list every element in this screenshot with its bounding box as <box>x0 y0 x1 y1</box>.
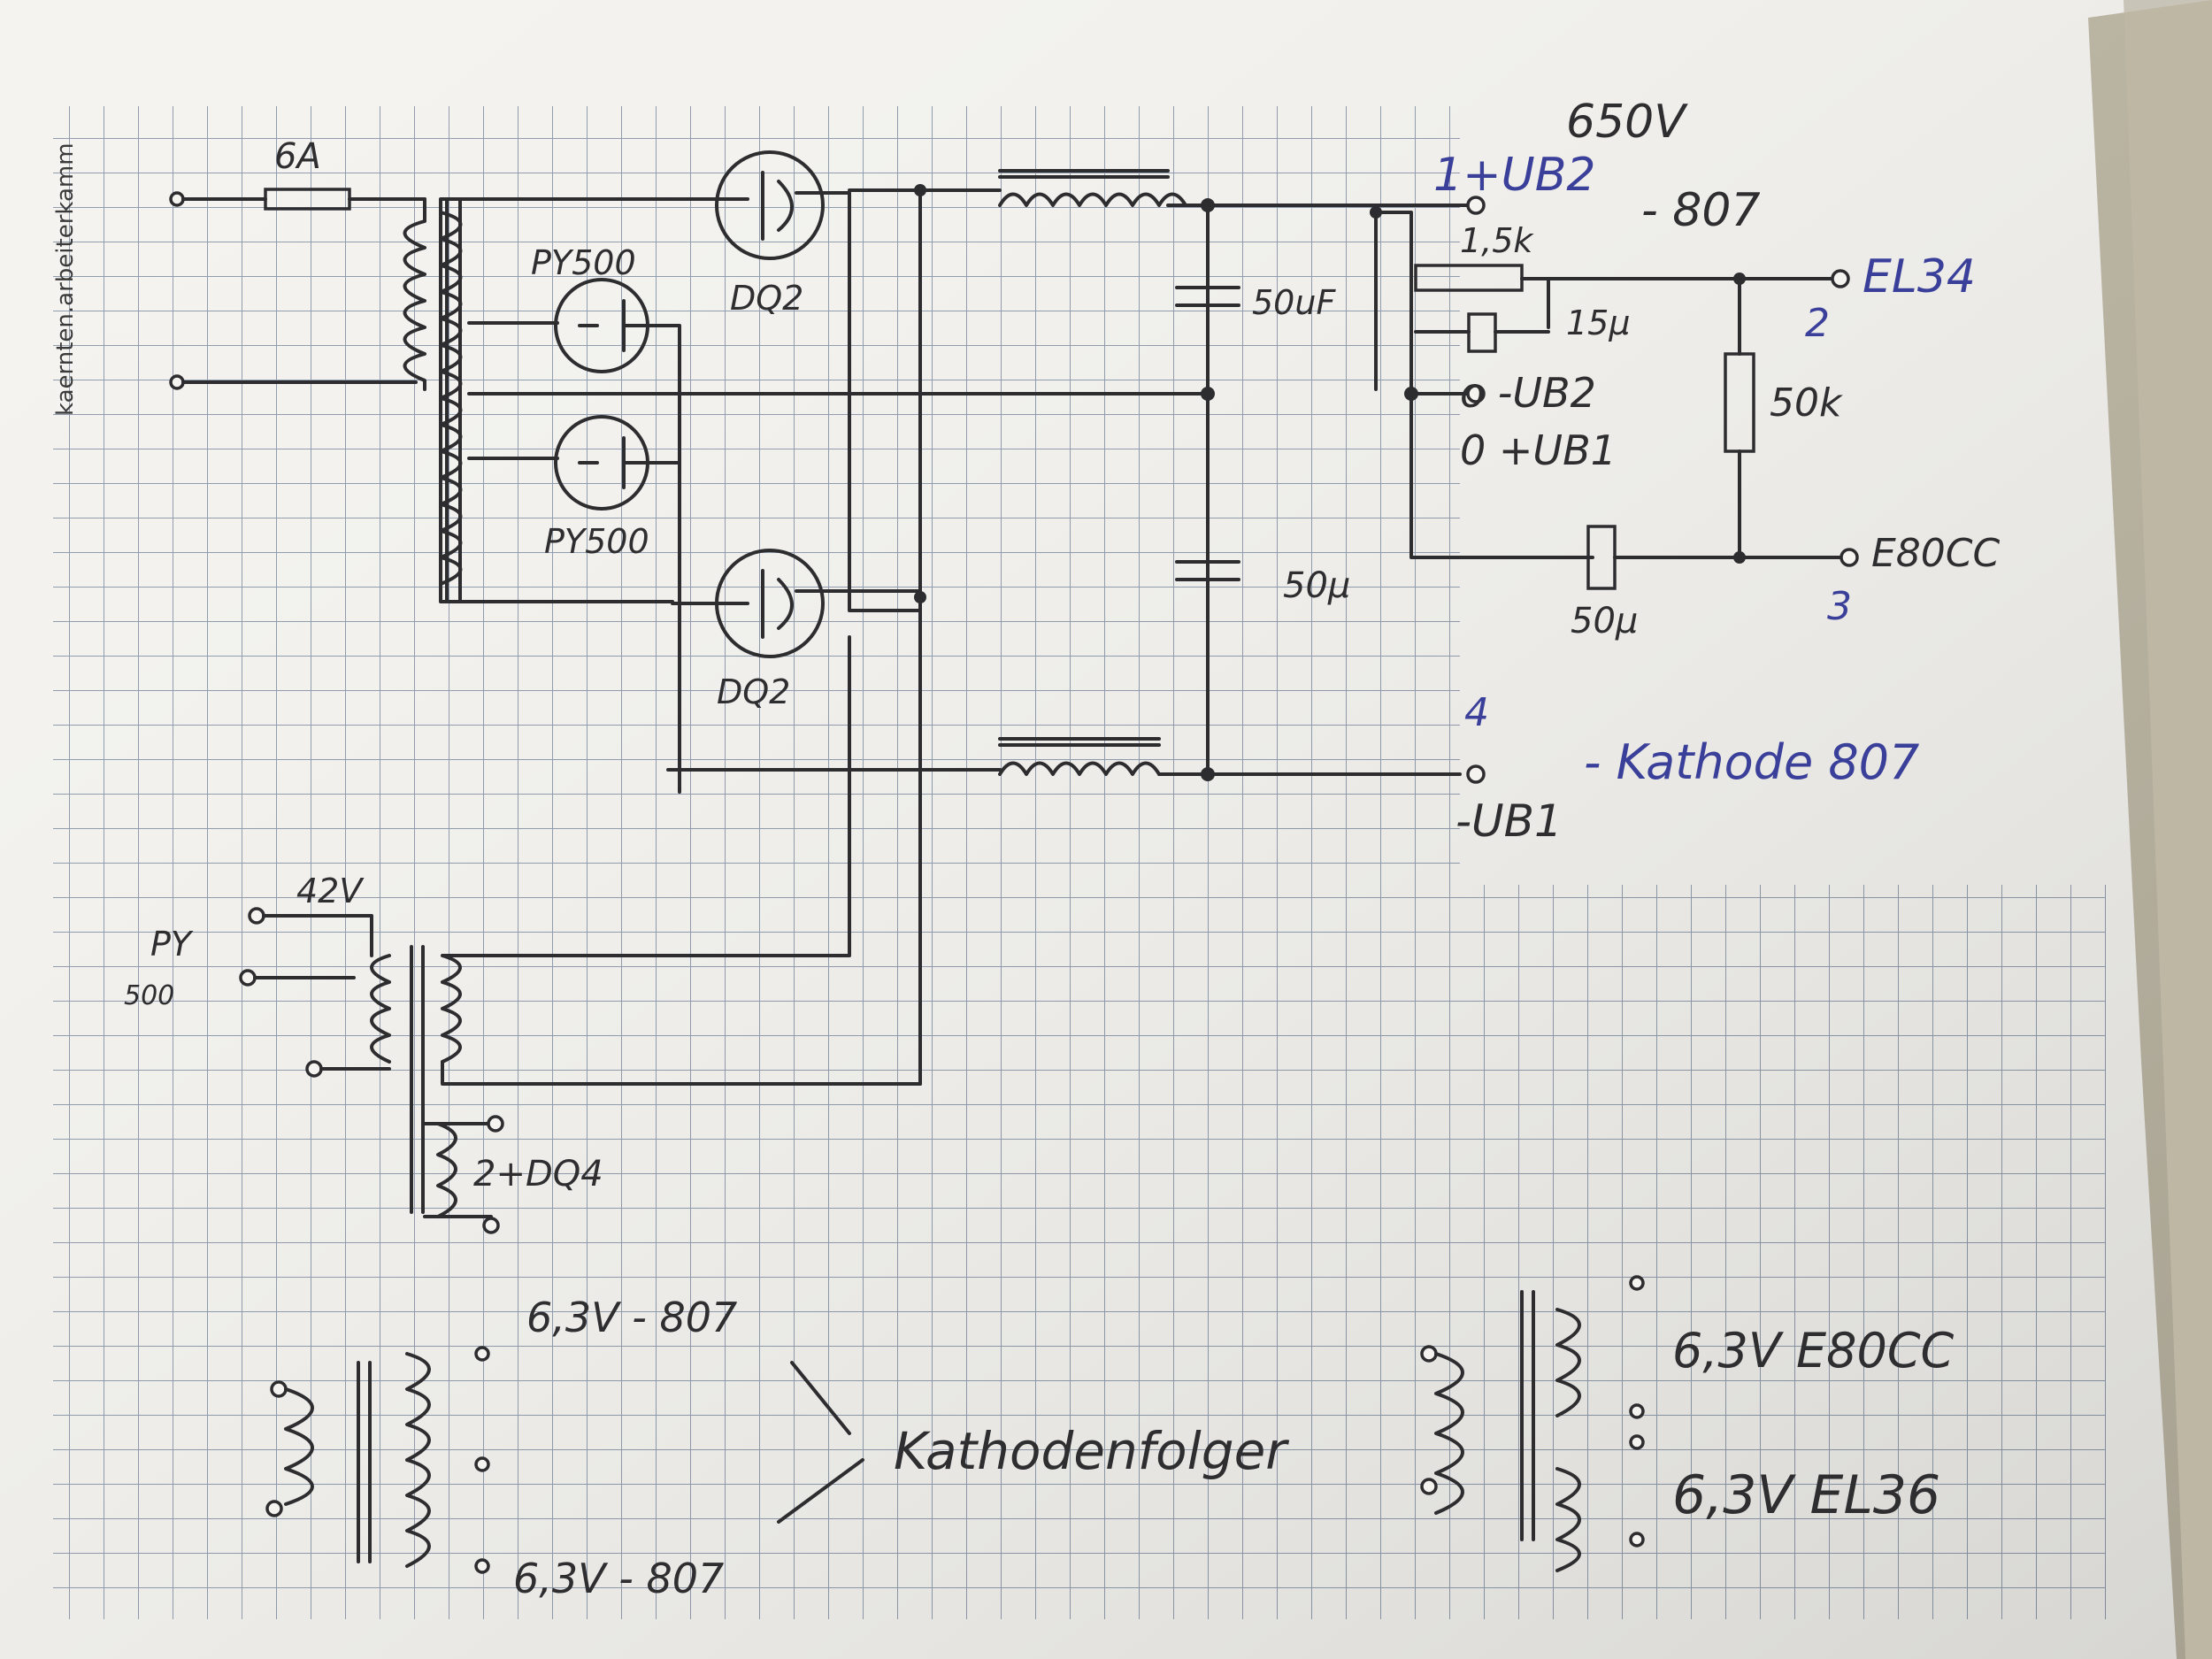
label-dq2-upper: DQ2 <box>730 279 803 318</box>
label-res-50k: 50k <box>1770 380 1843 426</box>
output-el34: EL34 <box>1863 250 1976 303</box>
label-py500-upper: PY500 <box>531 243 636 282</box>
terminal-ub2-minus <box>1466 384 1486 403</box>
label-42v: 42V <box>296 872 365 910</box>
label-py-a: PY <box>150 925 194 964</box>
terminal-2 <box>1831 269 1850 288</box>
label-voltage-top: 650V <box>1566 96 1688 149</box>
wiring <box>169 150 1859 1574</box>
output-e80cc: E80CC <box>1871 531 2001 576</box>
label-heater-el36: 6,3V EL36 <box>1672 1464 1940 1526</box>
output-ub1-plus: 0 +UB1 <box>1460 426 1617 474</box>
output-ub1-minus: -UB1 <box>1455 795 1563 847</box>
dq2-upper-tube-icon <box>715 150 825 260</box>
transformer-primary-icon <box>403 197 426 391</box>
e80cc-xfmr-core-icon <box>1520 1290 1535 1541</box>
heater-xfmr-core-icon <box>410 945 425 1214</box>
label-807-top: 6,3V - 807 <box>526 1294 737 1341</box>
label-py-b: 500 <box>124 980 174 1011</box>
terminal-1 <box>1466 196 1486 215</box>
label-heater-dq4: 2+DQ4 <box>473 1154 603 1194</box>
label-cap-50-out: 50µ <box>1571 601 1638 641</box>
cap-upper-icon <box>1175 286 1240 307</box>
label-heater-e80cc: 6,3V E80CC <box>1672 1323 1955 1379</box>
label-res-15k: 1,5k <box>1460 221 1534 260</box>
output-ub2-plus: 1+UB2 <box>1433 149 1595 202</box>
output-el34-num: 2 <box>1805 301 1830 346</box>
807-xfmr-core-icon <box>357 1361 372 1563</box>
output-ub2-plus-note: - 807 <box>1641 184 1761 237</box>
output-ub2-minus: o -UB2 <box>1460 369 1596 417</box>
output-ub1-num: 4 <box>1464 690 1489 735</box>
label-fuse: 6A <box>274 136 321 177</box>
cap-15-icon <box>1467 312 1497 353</box>
label-807-bottom: 6,3V - 807 <box>513 1555 724 1602</box>
choke-lower-icon <box>998 737 1161 776</box>
output-kathode: - Kathode 807 <box>1584 734 1919 790</box>
label-cap-upper: 50uF <box>1252 283 1336 322</box>
fuse-icon <box>264 188 351 211</box>
label-cap-lower: 50µ <box>1283 565 1350 606</box>
edge-text: kaernten.arbeiterkamm <box>52 142 79 416</box>
label-py500-lower: PY500 <box>544 522 649 561</box>
cap-lower-icon <box>1175 560 1240 581</box>
label-kathodenfolger: Kathodenfolger <box>894 1421 1289 1481</box>
terminal-3 <box>1839 548 1859 567</box>
label-dq2-lower: DQ2 <box>717 672 790 711</box>
terminal-4 <box>1466 764 1486 784</box>
label-cap-15: 15µ <box>1566 303 1631 342</box>
choke-upper-icon <box>998 169 1187 207</box>
output-e80cc-num: 3 <box>1827 584 1852 629</box>
heater-xfmr-primary-icon <box>370 954 391 1064</box>
